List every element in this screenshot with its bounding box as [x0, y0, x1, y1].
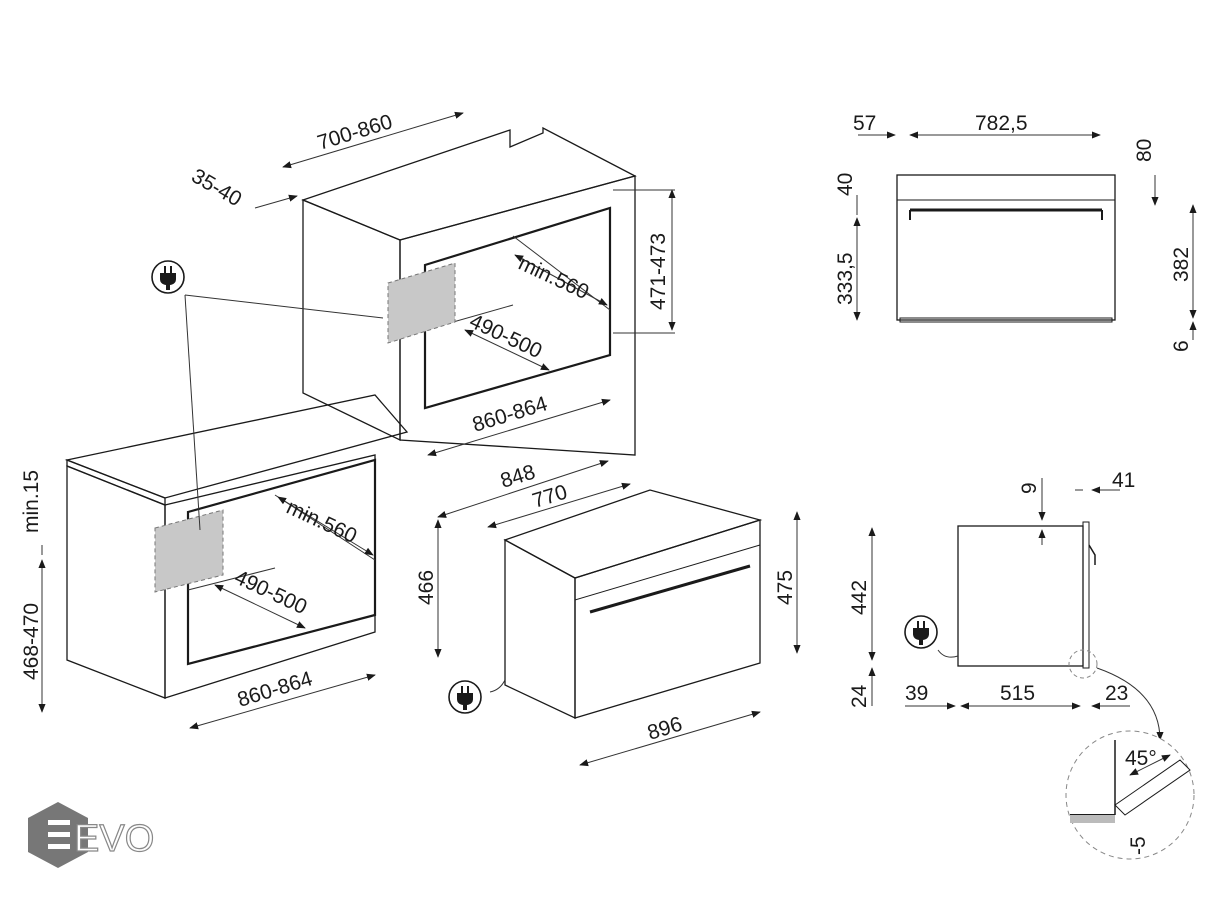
side-height-label: 442: [848, 580, 871, 615]
side-depth-label: 515: [1000, 682, 1035, 705]
oven-width-label: 896: [645, 713, 685, 745]
dimension-labels: 700-860 35-40 471-473 min.560 490-500 86…: [20, 110, 1193, 855]
side-front-label: 23: [1105, 682, 1128, 705]
oven-depth-body-label: 770: [530, 481, 570, 513]
oven-height-front-label: 475: [774, 570, 797, 605]
plug-icon: [448, 680, 482, 714]
front-left-label: 57: [853, 112, 876, 135]
plug-icon: [904, 615, 938, 649]
side-back-label: 39: [905, 682, 928, 705]
brand-logo: EVO: [28, 802, 155, 868]
detail-circle: [1065, 730, 1195, 860]
low-height-label: 468-470: [20, 603, 43, 680]
lower-cabinet: [64, 394, 409, 699]
detail-angle-label: 45°: [1125, 747, 1157, 770]
low-niche-width-label: 860-864: [235, 667, 316, 712]
detail-offset-label: -5: [1127, 836, 1150, 855]
front-top-label: 80: [1133, 139, 1156, 162]
oven-front-view: [896, 174, 1116, 323]
front-bottom-label: 6: [1170, 340, 1193, 352]
side-handle-label: 41: [1112, 469, 1135, 492]
front-strip-label: 40: [834, 173, 857, 196]
side-bottom-label: 24: [848, 684, 871, 708]
top-niche-depth-label: min.560: [515, 252, 592, 304]
plug-icon: [151, 260, 185, 294]
top-gap-label: 35-40: [188, 164, 246, 211]
low-niche-depth-label: min.560: [283, 496, 360, 548]
dimension-lines: [38, 111, 1197, 767]
front-total-label: 382: [1170, 247, 1193, 282]
upper-cabinet: [301, 126, 637, 456]
top-niche-height-label: 471-473: [647, 233, 670, 310]
top-depth-label: 700-860: [315, 110, 395, 155]
oven-depth-total-label: 848: [498, 461, 538, 493]
oven-perspective: [489, 489, 763, 720]
brand-text: EVO: [74, 818, 154, 860]
oven-side-view: [937, 521, 1164, 741]
side-top-label: 9: [1018, 482, 1041, 494]
low-gap-label: min.15: [20, 470, 43, 533]
oven-height-body-label: 466: [415, 570, 438, 605]
front-width-label: 782,5: [975, 112, 1028, 135]
front-body-label: 333,5: [834, 252, 857, 305]
